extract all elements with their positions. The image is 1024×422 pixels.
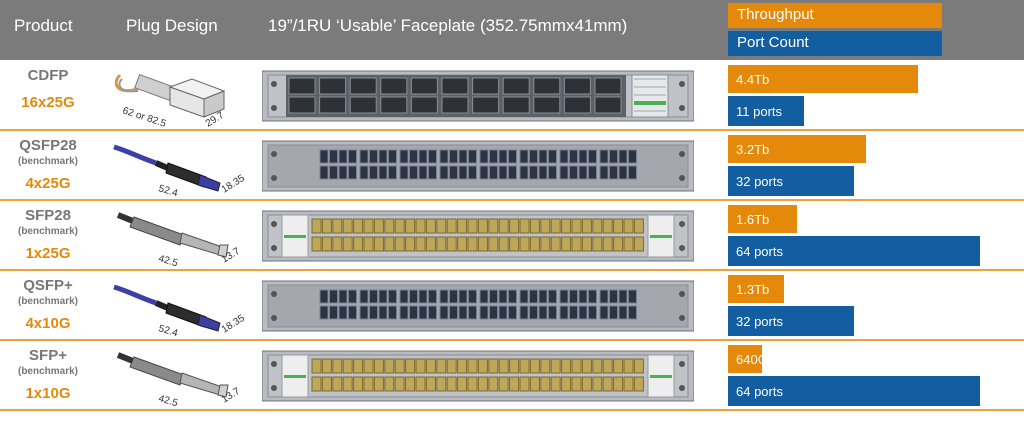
faceplate-drawing: [261, 140, 695, 192]
port-count-bar: 64 ports: [728, 236, 980, 266]
legend-port-count: Port Count: [728, 31, 942, 56]
throughput-bar: 640G: [728, 345, 768, 373]
faceplate-image: [261, 137, 695, 195]
port-count-bar: 64 ports: [728, 376, 980, 406]
port-count-bar: 11 ports: [728, 96, 804, 126]
plug-drawing: 52.4 18.35: [113, 144, 247, 199]
plug-design-image: 52.4 18.35: [108, 133, 258, 199]
plug-dimension-width: 18.35: [220, 313, 247, 336]
product-name: QSFP+: [23, 277, 73, 294]
port-count-bar: 32 ports: [728, 166, 854, 196]
product-speed: 4x10G: [25, 315, 71, 332]
faceplate-column-header: 19”/1RU ‘Usable’ Faceplate (352.75mmx41m…: [268, 16, 628, 35]
port-count-bar: 32 ports: [728, 306, 854, 336]
product-row: QSFP+ (benchmark) 4x10G 52.4 18.35 1.3Tb 32 po…: [0, 271, 1024, 341]
product-subtitle: (benchmark): [17, 156, 78, 167]
product-name: CDFP: [27, 67, 69, 84]
throughput-bar: 4.4Tb: [728, 65, 918, 93]
throughput-bar: 3.2Tb: [728, 135, 866, 163]
plug-dimension-width: 18.35: [220, 173, 247, 196]
table-header: Product Plug Design 19”/1RU ‘Usable’ Fac…: [0, 0, 1024, 60]
product-name: SFP+: [29, 347, 67, 364]
faceplate-drawing: [261, 210, 695, 262]
throughput-bar: 1.6Tb: [728, 205, 797, 233]
faceplate-image: [261, 347, 695, 405]
faceplate-drawing: [261, 280, 695, 332]
product-subtitle: (benchmark): [17, 366, 78, 377]
faceplate-image: [261, 277, 695, 335]
plug-drawing: 52.4 18.35: [113, 284, 247, 339]
product-speed: 16x25G: [21, 94, 75, 111]
product-column-header: Product: [14, 16, 73, 35]
product-row: QSFP28 (benchmark) 4x25G 52.4 18.35 3.2Tb 32 p…: [0, 131, 1024, 201]
legend-throughput: Throughput: [728, 3, 942, 28]
faceplate-drawing: [261, 70, 695, 122]
plug-dimension-length: 62 or 82.5: [121, 105, 168, 129]
product-name: SFP28: [25, 207, 71, 224]
product-speed: 4x25G: [25, 175, 71, 192]
product-name: QSFP28: [19, 137, 77, 154]
faceplate-drawing: [261, 350, 695, 402]
product-speed: 1x25G: [25, 245, 71, 262]
plug-dimension-length: 52.4: [157, 183, 179, 199]
product-speed: 1x10G: [25, 385, 71, 402]
faceplate-image: [261, 207, 695, 265]
throughput-bar: 1.3Tb: [728, 275, 784, 303]
product-subtitle: (benchmark): [17, 296, 78, 307]
plug-dimension-length: 52.4: [157, 323, 179, 339]
plug-design-image: 52.4 18.35: [108, 273, 258, 339]
plug-dimension-length: 42.5: [157, 253, 179, 269]
plug-dimension-length: 42.5: [157, 393, 179, 409]
product-subtitle: (benchmark): [17, 226, 78, 237]
plug-design-column-header: Plug Design: [126, 16, 218, 35]
faceplate-image: [261, 67, 695, 125]
